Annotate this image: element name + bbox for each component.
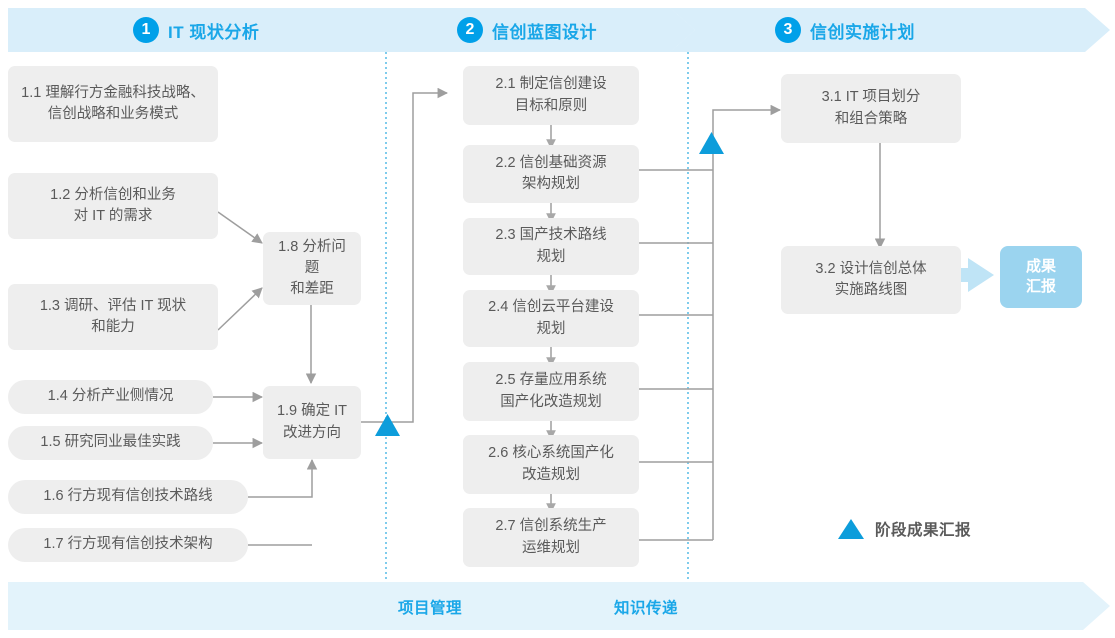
footer-item-project-management: 项目管理 [398, 600, 463, 617]
process-box-2-3[interactable]: 2.3 国产技术路线规划 [463, 218, 639, 275]
process-box-1-1[interactable]: 1.1 理解行方金融科技战略、信创战略和业务模式 [8, 66, 218, 142]
process-box-3-2[interactable]: 3.2 设计信创总体实施路线图 [781, 246, 961, 314]
phase-3-badge: 3 [775, 17, 801, 43]
process-box-1-3[interactable]: 1.3 调研、评估 IT 现状和能力 [8, 284, 218, 350]
phase-banner-1: 1 IT 现状分析 [8, 8, 408, 52]
phase-1-badge: 1 [133, 17, 159, 43]
wire-bus-to-3-1 [712, 104, 782, 170]
process-box-3-1[interactable]: 3.1 IT 项目划分和组合策略 [781, 74, 961, 143]
footer-banner: 项目管理 知识传递 [8, 582, 1110, 630]
result-box-label: 成果汇报 [1025, 257, 1056, 295]
phase-2-title: 信创蓝图设计 [492, 22, 597, 42]
phase-1-title: IT 现状分析 [168, 22, 260, 42]
phase-banner-3: 3 信创实施计划 [670, 8, 1110, 52]
triangle-icon [838, 519, 864, 539]
process-box-2-2[interactable]: 2.2 信创基础资源架构规划 [463, 145, 639, 203]
legend-milestone: 阶段成果汇报 [838, 518, 971, 540]
process-box-1-4[interactable]: 1.4 分析产业侧情况 [8, 380, 213, 414]
wire-1-2-to-1-8 [217, 211, 263, 244]
process-box-2-4[interactable]: 2.4 信创云平台建设规划 [463, 290, 639, 347]
process-box-1-3-label: 1.3 调研、评估 IT 现状和能力 [39, 297, 187, 335]
process-box-1-5-label: 1.5 研究同业最佳实践 [40, 434, 181, 451]
wire-1-6-to-1-9 [248, 458, 318, 498]
process-box-1-2[interactable]: 1.2 分析信创和业务对 IT 的需求 [8, 173, 218, 239]
process-box-2-1[interactable]: 2.1 制定信创建设目标和原则 [463, 66, 639, 125]
process-box-2-2-label: 2.2 信创基础资源架构规划 [495, 154, 607, 192]
milestone-triangle-phase-2 [699, 132, 724, 154]
process-box-2-1-label: 2.1 制定信创建设目标和原则 [495, 76, 607, 114]
process-box-2-7[interactable]: 2.7 信创系统生产运维规划 [463, 508, 639, 567]
milestone-triangle-phase-1 [375, 414, 400, 436]
process-box-1-1-label: 1.1 理解行方金融科技战略、信创战略和业务模式 [21, 84, 205, 122]
process-box-1-8[interactable]: 1.8 分析问题和差距 [263, 232, 361, 305]
process-box-1-8-label: 1.8 分析问题和差距 [278, 238, 346, 297]
process-box-2-5-label: 2.5 存量应用系统国产化改造规划 [495, 372, 607, 410]
process-box-2-5[interactable]: 2.5 存量应用系统国产化改造规划 [463, 362, 639, 421]
footer-item-knowledge-transfer: 知识传递 [614, 600, 679, 617]
process-box-1-6[interactable]: 1.6 行方现有信创技术路线 [8, 480, 248, 514]
phase-3-title: 信创实施计划 [810, 22, 915, 42]
process-box-1-6-label: 1.6 行方现有信创技术路线 [43, 488, 213, 505]
legend-milestone-label: 阶段成果汇报 [875, 522, 972, 539]
process-box-1-7[interactable]: 1.7 行方现有信创技术架构 [8, 528, 248, 562]
process-box-3-2-label: 3.2 设计信创总体实施路线图 [815, 260, 927, 298]
process-box-2-6[interactable]: 2.6 核心系统国产化改造规划 [463, 435, 639, 494]
process-box-2-7-label: 2.7 信创系统生产运维规划 [495, 518, 607, 556]
process-box-1-7-label: 1.7 行方现有信创技术架构 [43, 536, 213, 553]
phase-2-badge: 2 [457, 17, 483, 43]
process-box-2-3-label: 2.3 国产技术路线规划 [495, 227, 607, 265]
wire-1-9-to-2-1 [361, 87, 449, 423]
wire-1-3-to-1-8 [217, 287, 263, 331]
process-box-3-1-label: 3.1 IT 项目划分和组合策略 [821, 89, 921, 127]
process-box-1-4-label: 1.4 分析产业侧情况 [47, 388, 174, 405]
process-box-2-4-label: 2.4 信创云平台建设规划 [488, 299, 614, 337]
result-box[interactable]: 成果汇报 [1000, 246, 1082, 308]
process-box-1-2-label: 1.2 分析信创和业务对 IT 的需求 [50, 186, 176, 224]
phase-banner-2: 2 信创蓝图设计 [375, 8, 720, 52]
process-box-1-5[interactable]: 1.5 研究同业最佳实践 [8, 426, 213, 460]
process-box-2-6-label: 2.6 核心系统国产化改造规划 [488, 445, 614, 483]
